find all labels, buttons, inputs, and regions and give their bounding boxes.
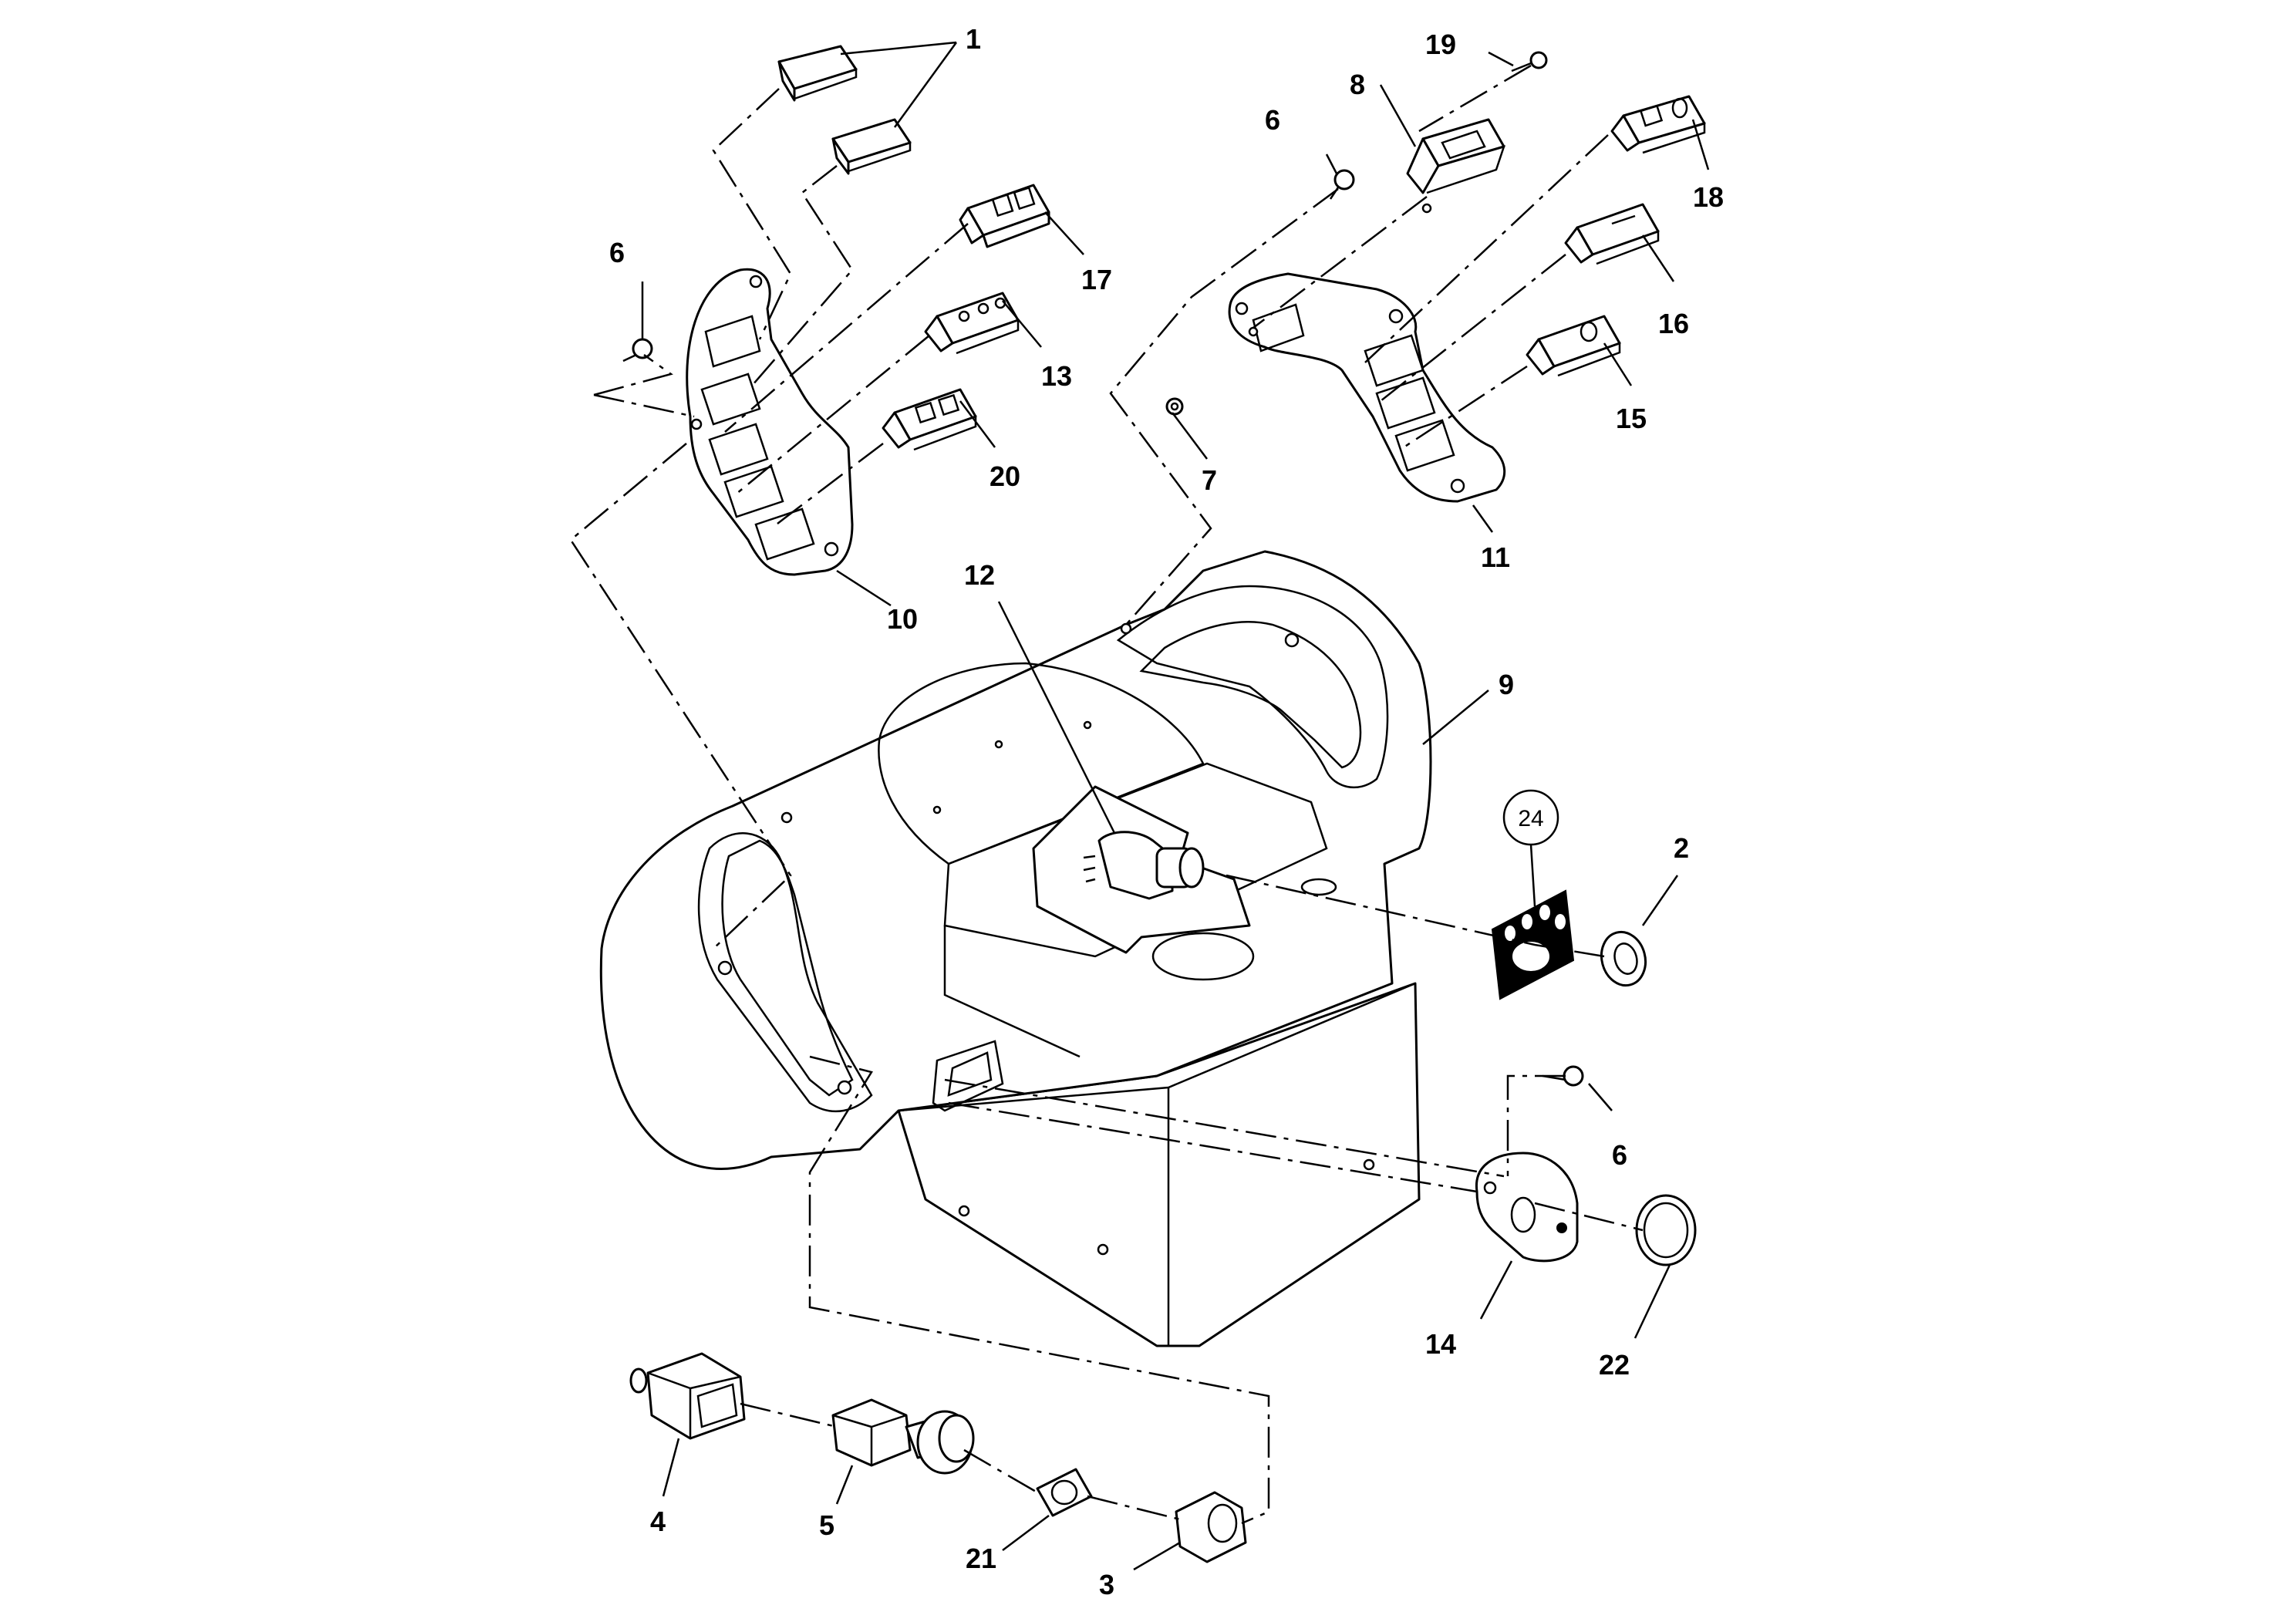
callout-7: 7	[1202, 464, 1217, 496]
rocker-switch-part-15	[1526, 315, 1621, 377]
callout-16: 16	[1658, 308, 1689, 339]
trim-ring-part-22	[1635, 1194, 1697, 1266]
callout-17: 17	[1081, 264, 1112, 295]
grommet-part-2	[1600, 930, 1647, 987]
assembly-guide-lines	[569, 64, 1644, 1525]
leader-lines	[641, 41, 1710, 1571]
screw-part-19	[1511, 51, 1548, 73]
dashboard-housing	[599, 550, 1432, 1347]
callout-19: 19	[1425, 29, 1456, 60]
callout-6-left: 6	[609, 237, 625, 268]
callout-9: 9	[1499, 669, 1514, 700]
callout-20: 20	[990, 460, 1020, 492]
rocker-switch-part-16	[1564, 203, 1660, 265]
callout-21: 21	[966, 1543, 996, 1574]
callout-1: 1	[966, 23, 981, 55]
callout-24: 24	[1518, 806, 1543, 831]
rocker-switch-part-18	[1610, 95, 1706, 154]
screw-part-6-left	[622, 338, 653, 363]
callout-13: 13	[1041, 360, 1072, 392]
callout-4: 4	[650, 1506, 666, 1537]
callout-8: 8	[1350, 69, 1365, 100]
blank-cap-part-1-upper	[777, 45, 858, 102]
rocker-switch-part-17	[959, 184, 1050, 248]
callout-11: 11	[1481, 541, 1510, 573]
circled-callout-24: 24	[1502, 789, 1559, 846]
nut-part-7	[1165, 397, 1184, 416]
callout-3: 3	[1099, 1569, 1114, 1600]
screw-part-6-top	[1329, 169, 1355, 200]
blank-cap-part-1-lower	[831, 118, 912, 175]
left-switch-panel-part-10	[686, 268, 854, 576]
callout-5: 5	[819, 1509, 834, 1541]
callout-12: 12	[964, 559, 995, 591]
mounting-plate-part-14	[1475, 1152, 1579, 1263]
callout-14: 14	[1425, 1328, 1456, 1360]
rocker-switch-part-8	[1406, 118, 1505, 214]
callout-22: 22	[1599, 1349, 1630, 1381]
callout-labels: 1 2 3 4 5 6 6 6 7 8 9 10 11 12 13 14 15 …	[609, 23, 1724, 1600]
push-button-part-5	[831, 1398, 975, 1475]
callout-6-top: 6	[1265, 104, 1280, 136]
callout-6-bottom: 6	[1612, 1139, 1627, 1171]
switch-housing-part-4	[629, 1352, 746, 1440]
callout-2: 2	[1674, 832, 1689, 864]
right-switch-panel-part-11	[1228, 272, 1506, 503]
gasket-part-21	[1036, 1468, 1093, 1517]
callout-18: 18	[1693, 181, 1724, 213]
key-switch-part-12	[1083, 831, 1205, 900]
rocker-switch-part-13	[924, 292, 1020, 355]
rocker-switch-part-20	[882, 388, 977, 451]
callout-10: 10	[887, 603, 918, 635]
retaining-nut-part-3	[1175, 1491, 1247, 1563]
callout-15: 15	[1616, 403, 1647, 434]
